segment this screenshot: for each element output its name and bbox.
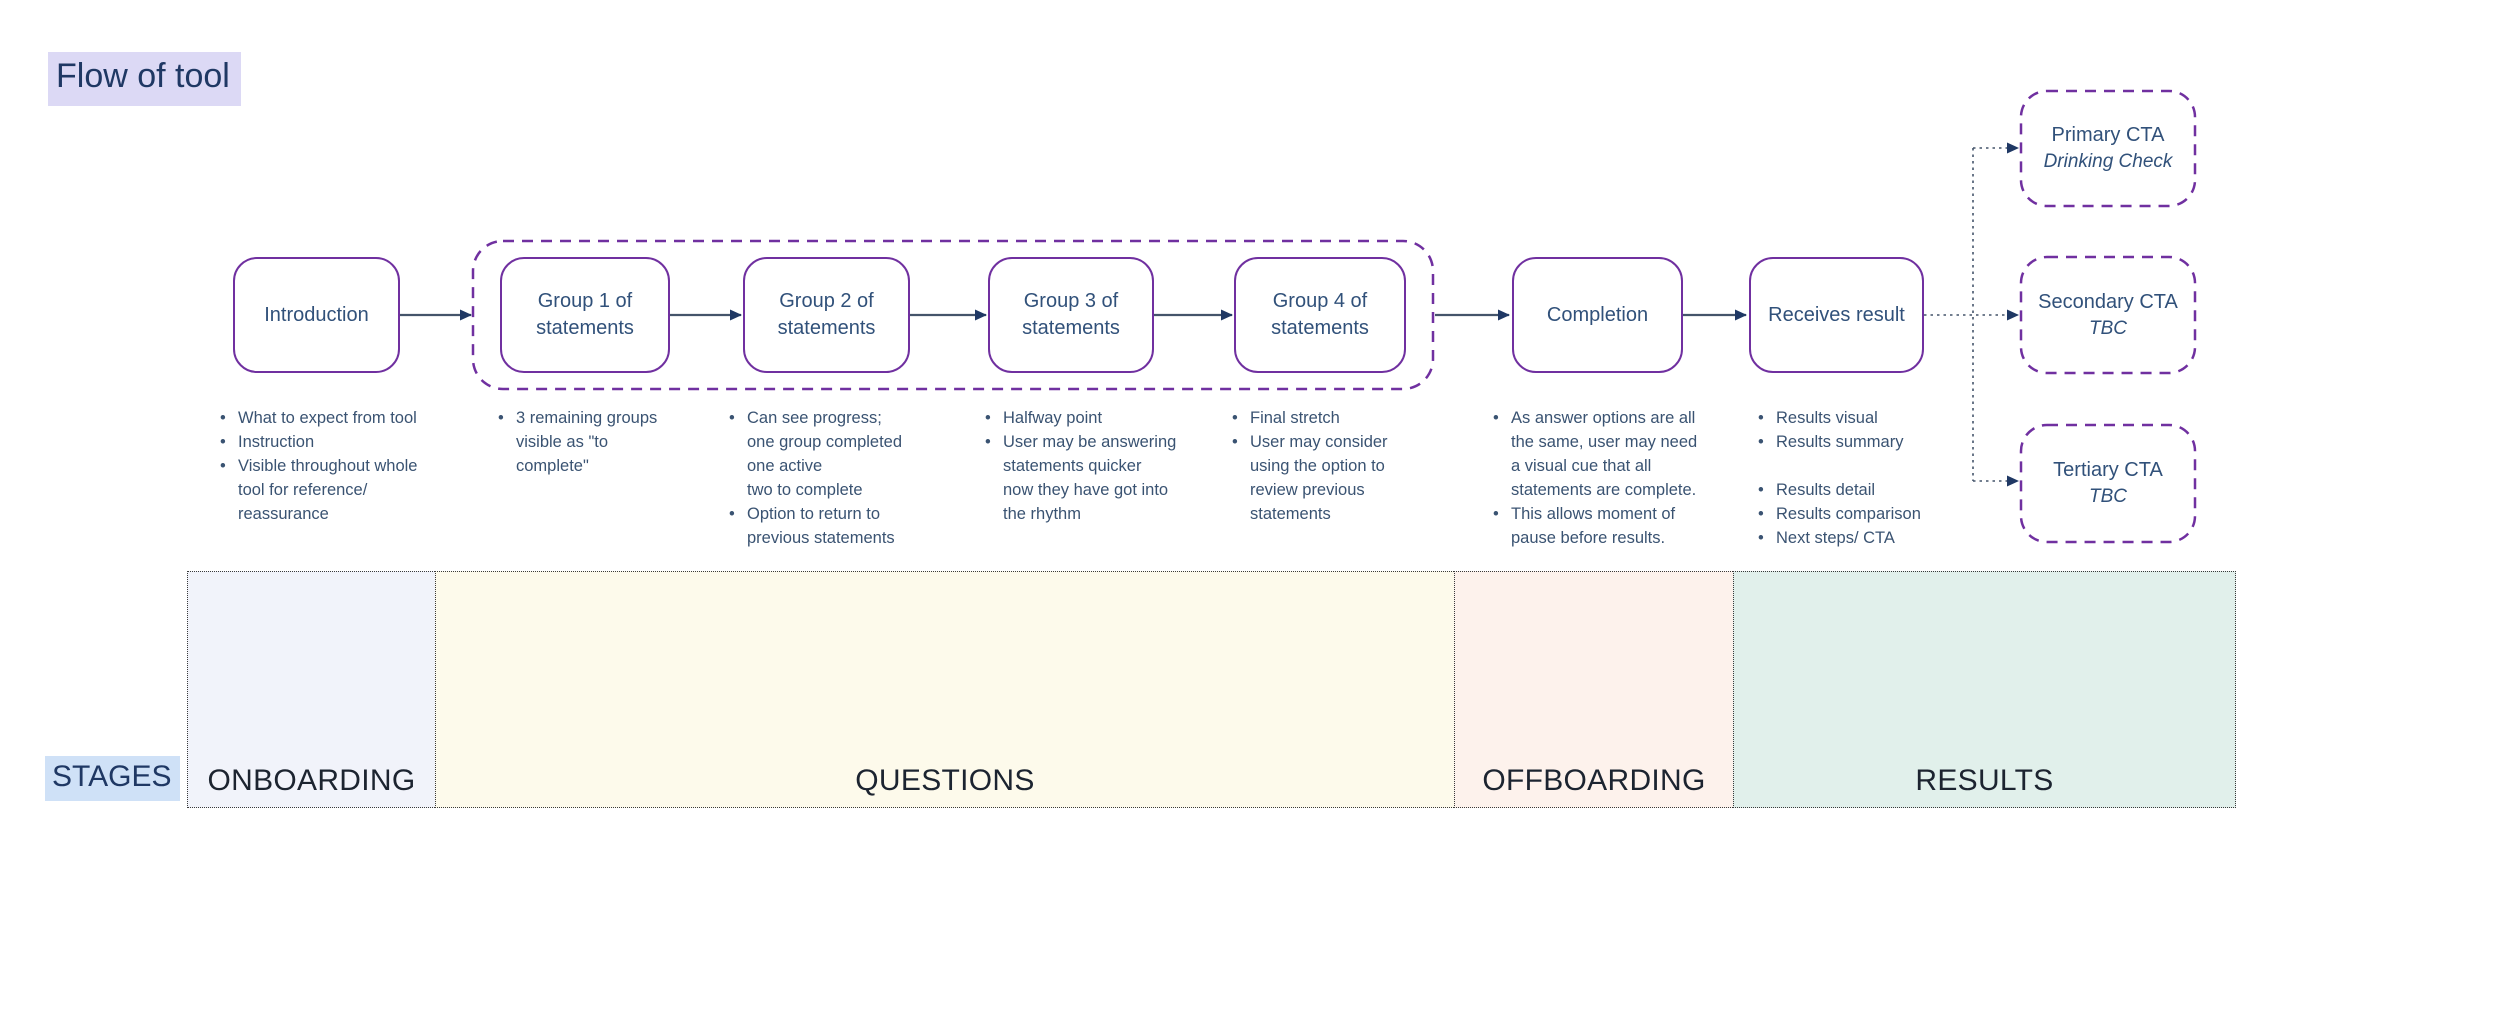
note-line: Next steps/ CTA bbox=[1758, 526, 1921, 550]
note-line: This allows moment of bbox=[1493, 502, 1697, 526]
statement-groups-dashed-container[interactable] bbox=[471, 239, 1435, 391]
note-line: review previous bbox=[1250, 481, 1365, 499]
band-label-offboarding: OFFBOARDING bbox=[1482, 764, 1706, 797]
note-line: Results visual bbox=[1758, 406, 1921, 430]
band-label-results: RESULTS bbox=[1915, 764, 2054, 797]
cta-tertiary[interactable]: Tertiary CTA TBC bbox=[2021, 425, 2195, 542]
band-label-onboarding: ONBOARDING bbox=[207, 764, 416, 797]
note-line: Can see progress; bbox=[729, 406, 902, 430]
note-line: previous statements bbox=[747, 529, 895, 547]
note-line: visible as "to bbox=[516, 433, 609, 451]
cta-secondary-subtitle: TBC bbox=[2089, 317, 2127, 339]
note-line: one group completed bbox=[747, 433, 903, 451]
band-label-questions: QUESTIONS bbox=[855, 764, 1035, 797]
note-line: User may be answering bbox=[985, 430, 1176, 454]
tertiary-cta-outline[interactable] bbox=[2019, 423, 2197, 544]
node-group3[interactable]: Group 3 of statements bbox=[988, 257, 1154, 373]
notes-group1: 3 remaining groups visible as "to comple… bbox=[498, 406, 657, 478]
secondary-cta-outline[interactable] bbox=[2019, 255, 2197, 375]
note-line: a visual cue that all bbox=[1511, 457, 1652, 475]
page-title[interactable]: Flow of tool bbox=[48, 52, 241, 106]
note-line: Final stretch bbox=[1232, 406, 1388, 430]
note-line: Halfway point bbox=[985, 406, 1176, 430]
note-line: reassurance bbox=[238, 505, 329, 523]
note-line: one active bbox=[747, 457, 823, 475]
cta-secondary-title: Secondary CTA bbox=[2038, 290, 2178, 313]
band-offboarding[interactable]: OFFBOARDING bbox=[1454, 571, 1733, 808]
cta-tertiary-title: Tertiary CTA bbox=[2053, 459, 2163, 482]
notes-receives-result: Results visual Results summary Results d… bbox=[1758, 406, 1921, 550]
band-questions[interactable]: QUESTIONS bbox=[435, 571, 1454, 808]
note-line: Results comparison bbox=[1758, 502, 1921, 526]
note-line: using the option to bbox=[1250, 457, 1385, 475]
notes-group2: Can see progress; one group completed on… bbox=[729, 406, 902, 550]
note-line: statements quicker bbox=[1003, 457, 1142, 475]
note-line: Visible throughout whole bbox=[220, 454, 418, 478]
primary-cta-outline[interactable] bbox=[2019, 89, 2197, 208]
note-line: Results detail bbox=[1758, 478, 1921, 502]
band-onboarding[interactable]: ONBOARDING bbox=[187, 571, 435, 808]
notes-group3: Halfway point User may be answering stat… bbox=[985, 406, 1176, 526]
notes-introduction: What to expect from tool Instruction Vis… bbox=[220, 406, 418, 526]
notes-completion: As answer options are all the same, user… bbox=[1493, 406, 1697, 550]
note-line: statements bbox=[1250, 505, 1331, 523]
node-group2[interactable]: Group 2 of statements bbox=[743, 257, 910, 373]
cta-primary-subtitle: Drinking Check bbox=[2043, 151, 2173, 173]
cta-tertiary-subtitle: TBC bbox=[2089, 486, 2127, 508]
note-line: 3 remaining groups bbox=[498, 406, 657, 430]
stages-label[interactable]: STAGES bbox=[45, 756, 181, 801]
note-line: As answer options are all bbox=[1493, 406, 1697, 430]
node-completion[interactable]: Completion bbox=[1512, 257, 1683, 373]
note-line: Results summary bbox=[1758, 430, 1921, 454]
note-line: now they have got into bbox=[1003, 481, 1169, 499]
note-line: statements are complete. bbox=[1511, 481, 1697, 499]
node-receives-result[interactable]: Receives result bbox=[1749, 257, 1924, 373]
cta-secondary[interactable]: Secondary CTA TBC bbox=[2021, 257, 2195, 373]
note-line: the rhythm bbox=[1003, 505, 1081, 523]
note-line: complete" bbox=[516, 457, 589, 475]
note-line: two to complete bbox=[747, 481, 863, 499]
node-introduction[interactable]: Introduction bbox=[233, 257, 400, 373]
note-line: pause before results. bbox=[1511, 529, 1666, 547]
note-line: Instruction bbox=[220, 430, 418, 454]
notes-group4: Final stretch User may consider using th… bbox=[1232, 406, 1388, 526]
note-line: tool for reference/ bbox=[238, 481, 368, 499]
cta-primary-title: Primary CTA bbox=[2051, 124, 2165, 147]
node-group1[interactable]: Group 1 of statements bbox=[500, 257, 670, 373]
note-line: User may consider bbox=[1232, 430, 1388, 454]
node-group4[interactable]: Group 4 of statements bbox=[1234, 257, 1406, 373]
note-line: Option to return to bbox=[729, 502, 902, 526]
note-line: What to expect from tool bbox=[220, 406, 418, 430]
note-line: the same, user may need bbox=[1511, 433, 1698, 451]
cta-primary[interactable]: Primary CTA Drinking Check bbox=[2021, 91, 2195, 206]
band-results[interactable]: RESULTS bbox=[1733, 571, 2236, 808]
